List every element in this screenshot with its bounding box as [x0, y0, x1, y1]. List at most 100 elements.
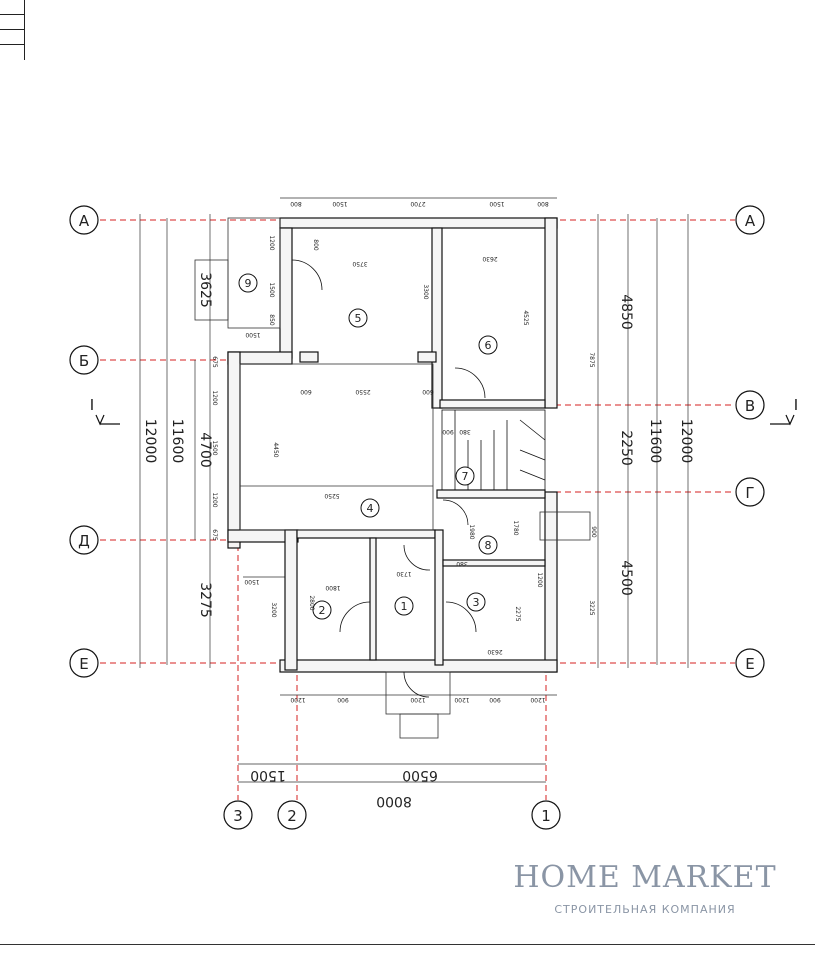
top-dimensions: 800 1500 2700 1500 800: [290, 200, 549, 207]
room-7: 7: [462, 470, 469, 483]
svg-text:1200: 1200: [536, 572, 543, 587]
svg-text:1500: 1500: [244, 578, 259, 585]
dim-bottom-1500: 1500: [250, 767, 286, 783]
room-markers: [238, 273, 498, 620]
room-5: 5: [355, 312, 362, 325]
section-mark-right: I: [794, 396, 798, 414]
svg-text:800: 800: [312, 239, 319, 251]
brand-name: HOME MARKET: [513, 860, 777, 895]
svg-text:2630: 2630: [487, 648, 502, 655]
svg-text:900: 900: [590, 526, 597, 538]
dim-left-4700: 4700: [197, 432, 213, 468]
axis-labels: А Б Д Е А В Г Е 3 2 1 I I: [78, 212, 798, 825]
axis-label-e: Е: [79, 655, 88, 673]
svg-text:1500: 1500: [211, 440, 218, 455]
svg-text:800: 800: [537, 200, 549, 207]
room-numbers: 9 5 6 4 7 8 1 2 3: [245, 277, 492, 617]
room-2: 2: [319, 604, 326, 617]
room-3: 3: [473, 596, 480, 609]
dim-right-2250: 2250: [618, 430, 634, 466]
svg-text:4525: 4525: [522, 310, 529, 325]
svg-text:2630: 2630: [482, 255, 497, 262]
svg-text:1200: 1200: [454, 696, 469, 703]
svg-text:600: 600: [300, 388, 312, 395]
axis-label-1: 1: [541, 807, 551, 825]
svg-text:1200: 1200: [290, 696, 305, 703]
svg-text:1200: 1200: [268, 235, 275, 250]
axis-label-b: Б: [79, 352, 89, 370]
svg-text:2700: 2700: [410, 200, 425, 207]
svg-text:380: 380: [456, 560, 468, 567]
svg-text:1500: 1500: [268, 282, 275, 297]
axis-label-d: Д: [78, 532, 90, 550]
section-mark-left: I: [90, 396, 94, 414]
dim-left-3625: 3625: [197, 272, 213, 308]
axis-label-a: А: [79, 212, 90, 230]
svg-text:675: 675: [211, 529, 218, 541]
dim-right-12000: 12000: [678, 419, 694, 464]
svg-text:5250: 5250: [324, 492, 339, 499]
room-outlines: [194, 217, 591, 739]
room-1: 1: [401, 600, 408, 613]
svg-text:675: 675: [211, 356, 218, 368]
axis-label-3: 3: [233, 807, 243, 825]
svg-text:1200: 1200: [410, 696, 425, 703]
svg-text:900: 900: [489, 696, 501, 703]
dim-bottom-6500: 6500: [402, 767, 438, 783]
room-6: 6: [485, 339, 492, 352]
overall-dimensions: 12000 11600 4700 3625 3275 12000 11600 4…: [142, 272, 694, 809]
title-block-corner: [0, 0, 25, 60]
dimension-lines: [139, 197, 689, 783]
dim-left-11600: 11600: [169, 419, 185, 464]
svg-text:2550: 2550: [355, 388, 370, 395]
dim-right-11600: 11600: [647, 419, 663, 464]
svg-text:1500: 1500: [489, 200, 504, 207]
svg-text:3750: 3750: [352, 260, 367, 267]
axis-label-e-right: Е: [745, 655, 754, 673]
svg-text:1500: 1500: [332, 200, 347, 207]
bottom-rule: [0, 944, 815, 945]
svg-text:1980: 1980: [468, 524, 475, 539]
svg-text:1200: 1200: [530, 696, 545, 703]
svg-text:380: 380: [459, 428, 471, 435]
room-8: 8: [485, 539, 492, 552]
svg-text:1500: 1500: [245, 331, 260, 338]
svg-text:3225: 3225: [588, 600, 595, 615]
svg-text:600: 600: [422, 388, 434, 395]
svg-text:3200: 3200: [270, 602, 277, 617]
svg-text:900: 900: [442, 428, 454, 435]
stairs: [441, 409, 546, 491]
dim-left-12000: 12000: [142, 419, 158, 464]
room-4: 4: [367, 502, 374, 515]
svg-text:900: 900: [337, 696, 349, 703]
svg-text:800: 800: [290, 200, 302, 207]
door-swings: [291, 259, 486, 698]
dim-bottom-8000: 8000: [376, 793, 412, 809]
svg-text:2800: 2800: [308, 595, 315, 610]
svg-text:2275: 2275: [514, 606, 521, 621]
svg-text:1200: 1200: [211, 390, 218, 405]
brand-tagline: СТРОИТЕЛЬНАЯ КОМПАНИЯ: [554, 903, 736, 916]
svg-text:1800: 1800: [325, 584, 340, 591]
axis-bubbles: [69, 205, 765, 830]
walls: [227, 217, 558, 673]
svg-text:4450: 4450: [272, 442, 279, 457]
axis-label-v: В: [745, 397, 755, 415]
dim-right-4500: 4500: [618, 560, 634, 596]
svg-text:1730: 1730: [396, 570, 411, 577]
section-arrows: [95, 414, 795, 426]
inner-dimensions: 3750 800 1200 1500 850 1500 3300 2630 45…: [211, 235, 597, 655]
svg-text:1780: 1780: [512, 520, 519, 535]
dim-left-3275: 3275: [197, 582, 213, 618]
dim-right-4850: 4850: [618, 294, 634, 330]
bottom-small-dimensions: 1200 900 1200 1200 900 1200: [290, 696, 545, 703]
axis-label-a-right: А: [745, 212, 756, 230]
svg-text:850: 850: [268, 314, 275, 326]
room-9: 9: [245, 277, 252, 290]
axis-label-2: 2: [287, 807, 297, 825]
svg-text:1200: 1200: [211, 492, 218, 507]
svg-text:3300: 3300: [422, 284, 429, 299]
axis-label-g: Г: [745, 484, 754, 502]
svg-text:7875: 7875: [588, 352, 595, 367]
